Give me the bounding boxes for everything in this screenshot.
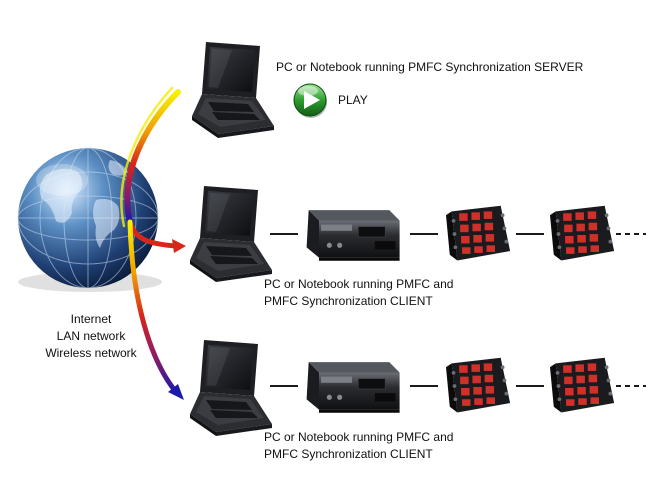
client-2-label-line-2: PMFC Synchronization CLIENT [264, 447, 433, 461]
network-label-wireless: Wireless network [45, 346, 137, 360]
network-labels: Internet LAN network Wireless network [30, 311, 152, 362]
client-2-controller-box-icon [306, 361, 401, 414]
arrow-head-client-2 [168, 384, 184, 400]
client-1-label-line-1: PC or Notebook running PMFC and [264, 277, 454, 291]
arrow-head-client-1 [172, 239, 186, 253]
network-label-internet: Internet [70, 312, 112, 326]
client-2-label-line-1: PC or Notebook running PMFC and [264, 430, 454, 444]
globe-icon [17, 147, 162, 292]
client-2-label: PC or Notebook running PMFC and PMFC Syn… [264, 429, 453, 463]
server-laptop-icon [192, 42, 274, 138]
client-2-laptop-icon [190, 340, 272, 436]
client-1-relay-module-2-icon [550, 205, 615, 261]
play-icon[interactable] [293, 83, 327, 118]
client-1-label-line-2: PMFC Synchronization CLIENT [264, 294, 433, 308]
network-label-lan: LAN network [56, 329, 126, 343]
client-2-relay-module-2-icon [550, 357, 615, 413]
client-1-label: PC or Notebook running PMFC and PMFC Syn… [264, 276, 453, 310]
client-2-relay-module-1-icon [446, 357, 511, 413]
client-1-controller-box-icon [306, 209, 401, 262]
play-label[interactable]: PLAY [338, 93, 368, 107]
server-label: PC or Notebook running PMFC Synchronizat… [276, 60, 584, 74]
client-1-relay-module-1-icon [446, 205, 511, 261]
client-1-laptop-icon [190, 186, 272, 282]
connection-arrows [120, 86, 181, 395]
